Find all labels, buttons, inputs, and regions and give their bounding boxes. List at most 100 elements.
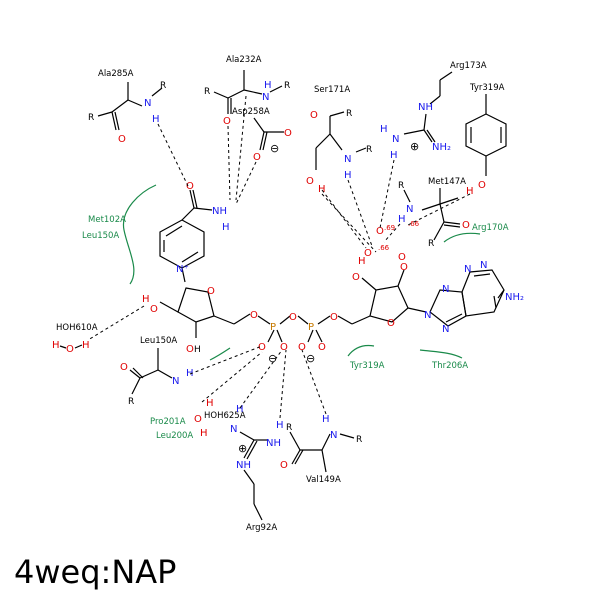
met147-r-bottom: R: [428, 239, 434, 249]
asp258-o1: O: [284, 128, 292, 139]
ser171-r-right: R: [366, 145, 372, 155]
ribose1-o2-h: H: [142, 294, 150, 305]
residue-val149-label: Val149A: [306, 475, 341, 485]
arg173-nh2: NH₂: [432, 142, 451, 153]
residue-arg92: [239, 431, 268, 521]
residue-asp258: [253, 117, 284, 151]
residue-ser171: [315, 111, 367, 170]
ala232-o: O: [223, 116, 231, 127]
nicotinamide-ring: [159, 189, 213, 283]
phosphate-p2: P: [308, 322, 314, 333]
phosphate-p1: P: [270, 322, 276, 333]
distance-3: .66: [378, 244, 390, 252]
leu150-n: N: [172, 376, 179, 387]
met147-n: N: [406, 204, 413, 215]
hydrogen-bonds: [87, 95, 471, 419]
nicotinamide-ribose: [159, 287, 251, 338]
tyr319-hydrophobic-arc: [347, 344, 375, 357]
residue-ser171-label: Ser171A: [314, 85, 350, 95]
arg170-hydrophobic-arc: [443, 232, 481, 243]
arg92-n-left: N: [230, 424, 237, 435]
p2-o-right: O: [318, 342, 326, 353]
met147-h-red: H: [466, 186, 474, 197]
ala285-o: O: [118, 134, 126, 145]
val149-r-right: R: [356, 435, 362, 445]
page-title: 4weq:NAP: [14, 553, 176, 591]
ser171-hg: H: [318, 184, 326, 195]
leu150-h: H: [186, 368, 194, 379]
ala232-h: H: [264, 80, 272, 91]
asp258-charge-minus: ⊖: [270, 142, 279, 155]
residue-leu200-label: Leu200A: [156, 431, 193, 441]
residue-arg170-label: Arg170A: [472, 223, 509, 233]
residue-arg173: [403, 71, 453, 143]
ala232-n: N: [262, 92, 269, 103]
met147-o: O: [462, 220, 470, 231]
hoh625-h-bottom: H: [200, 428, 208, 439]
residue-arg92-label: Arg92A: [246, 523, 277, 533]
ala232-r-left: R: [204, 87, 210, 97]
val149-h: H: [322, 414, 330, 425]
residue-met147: [403, 188, 461, 241]
leu150-o: O: [120, 362, 128, 373]
nicotinamide-ring-n: N⁺: [176, 264, 189, 275]
residue-leu150-bond-label: Leu150A: [140, 336, 177, 346]
arg173-charge-plus: ⊕: [410, 140, 419, 153]
ribose1-o5: O: [250, 310, 258, 321]
leu150-r: R: [128, 397, 134, 407]
phosphate2-h: H: [358, 256, 366, 267]
nicotinamide-carbonyl-o: O: [186, 181, 194, 192]
arg173-h: H: [380, 124, 388, 135]
residue-ala232-label: Ala232A: [226, 55, 262, 65]
ser171-n: N: [344, 154, 351, 165]
hoh610-bond-2: [74, 344, 83, 349]
ala285-h: H: [152, 114, 160, 125]
ser171-h: H: [344, 170, 352, 181]
residue-val149: [289, 431, 355, 473]
met147-h: H: [398, 214, 406, 225]
nicotinamide-amide-h: H: [222, 222, 230, 233]
ala232-r-right: R: [284, 81, 290, 91]
adenine-n1: N: [464, 264, 471, 275]
hoh610-o: O: [66, 344, 74, 355]
residue-pro201-label: Pro201A: [150, 417, 186, 427]
ser171-og: O: [306, 176, 314, 187]
arg92-nh-bottom: NH: [236, 460, 251, 471]
thr206-hydrophobic-arc: [419, 349, 463, 359]
phosphate2-o-top: O: [376, 226, 384, 237]
ala285-n: N: [144, 98, 151, 109]
met147-r-top: R: [398, 181, 404, 191]
p1-o-left: O: [258, 342, 266, 353]
hoh625-o: O: [194, 414, 202, 425]
residue-met102-label: Met102A: [88, 215, 126, 225]
residue-hoh625-label: HOH625A: [204, 411, 246, 421]
residue-tyr319-top-label: Tyr319A: [469, 83, 505, 93]
adenine-nh2: NH₂: [505, 292, 524, 303]
adenine-n9: N: [424, 310, 431, 321]
ribose2-o5: O: [330, 312, 338, 323]
p1-o-right: O: [280, 342, 288, 353]
val149-o: O: [280, 460, 288, 471]
adenine-n7: N: [442, 324, 449, 335]
residue-tyr319-hyd-label: Tyr319A: [349, 361, 385, 371]
ribose2-ring-o: O: [387, 318, 395, 329]
adenine-n-top: N: [480, 260, 487, 271]
tyr319-oh: O: [478, 180, 486, 191]
hoh610-bond-1: [59, 345, 67, 349]
adenosine-ribose: [361, 269, 427, 323]
asp258-o2: O: [253, 152, 261, 163]
residue-ala285-label: Ala285A: [98, 69, 134, 79]
ribose2-o3: O: [352, 272, 360, 283]
residue-ala285: [97, 82, 163, 131]
arg173-n: N: [392, 134, 399, 145]
val149-n: N: [330, 430, 337, 441]
residue-hoh610-label: HOH610A: [56, 323, 98, 333]
leu150-small-arc: [209, 347, 231, 361]
adenine-n3: N: [442, 284, 449, 295]
ala285-r-left: R: [88, 113, 94, 123]
arg173-h2: H: [390, 150, 398, 161]
nicotinamide-amide-n: NH: [212, 206, 227, 217]
distance-1: .69: [384, 224, 395, 232]
val149-r-left: R: [286, 423, 292, 433]
